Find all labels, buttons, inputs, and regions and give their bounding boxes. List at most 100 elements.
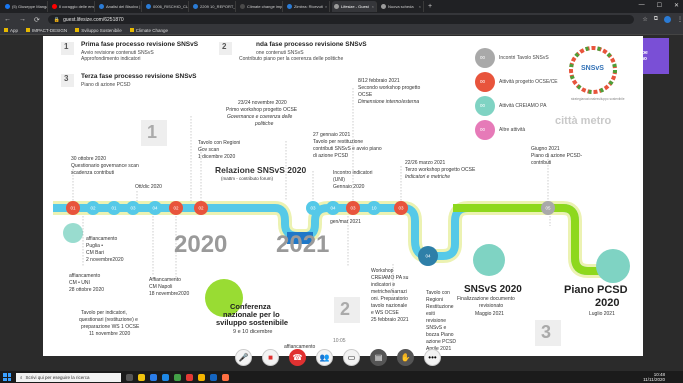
ann-aprile-2021: Aprile 2021 (426, 346, 452, 352)
year-transition-block (287, 232, 313, 244)
ann-dimensione: Dimensione interno/esterna (358, 99, 420, 105)
snsvs-logo-ring-2 (569, 46, 617, 94)
browser-tab[interactable]: Zimbra: Ricevuti× (285, 1, 330, 12)
browser-tab[interactable]: Lifesize - Guest× (332, 1, 377, 12)
legend-label: Attività CREIAMO PA (499, 103, 547, 109)
timeline-track-green (453, 204, 623, 275)
tab-label: 0006_RISCHIO_CLIMA (153, 4, 189, 9)
extensions-icon[interactable]: ⧉ (653, 16, 658, 22)
ann-cm-bari: CM Bari (86, 250, 105, 256)
new-tab-icon[interactable]: + (428, 3, 433, 10)
mute-mic-button[interactable]: 🎤 (235, 349, 252, 366)
lock-icon: 🔒 (53, 16, 61, 23)
conference-circle (205, 279, 243, 317)
edge-icon[interactable] (162, 373, 169, 381)
participants-button[interactable]: 👥 (316, 349, 333, 366)
task-view-icon[interactable] (126, 373, 133, 381)
browser-tab[interactable]: Analisi del Bisolvo | Lu× (97, 1, 142, 12)
system-tray[interactable]: 10:48 11/11/2020 (643, 372, 683, 382)
ann-creiamo-pa: CREIAMO PA su (371, 275, 409, 281)
ann-cm-napoli: CM Napoli (149, 284, 173, 290)
mail-icon[interactable] (150, 373, 157, 381)
tab-close-icon[interactable]: × (324, 4, 328, 9)
ann-ott-dic: Ott/dic 2020 (135, 184, 162, 190)
phase2-title: nda fase processo revisione SNSvS (256, 41, 367, 48)
back-icon[interactable]: ← (4, 16, 11, 23)
raise-hand-button[interactable]: ✋ (397, 349, 414, 366)
ann-11-novembre: 11 novembre 2020 (89, 331, 131, 337)
browser-tab[interactable]: Nuova scheda× (379, 1, 424, 12)
timeline-node (194, 201, 208, 215)
tab-favicon-icon (52, 4, 57, 9)
ann-gen-mar: gen/mar 2021 (330, 219, 361, 225)
excel-icon[interactable] (174, 373, 181, 381)
ann-sviluppo-sostenibile: sviluppo sostenibile (216, 318, 289, 327)
pcsd-milestone-circle (596, 249, 630, 283)
star-icon[interactable]: ☆ (642, 17, 648, 23)
taskbar-search[interactable]: ⌕Scrivi qui per eseguire la ricerca (16, 372, 121, 382)
browser-tab[interactable]: (5) Giuseppe Mangano× (3, 1, 48, 12)
browser-tab[interactable]: 2209 10_REPORT_CMIP× (191, 1, 236, 12)
menu-icon[interactable]: ⋮ (677, 17, 683, 23)
bookmark-item[interactable]: Climate Change (129, 28, 168, 33)
word-icon[interactable] (210, 373, 217, 381)
tab-close-icon[interactable]: × (371, 4, 374, 9)
tab-favicon-icon (193, 4, 198, 9)
ann-preparazione-ws1: preparazione WS 1 OCSE (81, 324, 140, 330)
clock-time: 10:48 (653, 372, 665, 377)
ann-nazionale: nazionale per lo (223, 310, 280, 319)
legend-circle-creiamo (475, 96, 495, 116)
ann-secondo-workshop: Secondo workshop progetto (358, 85, 421, 91)
ann-regioni-b: Regioni (426, 297, 443, 303)
bookmark-folder-icon (129, 28, 134, 32)
legend-circle-tavolo (475, 48, 495, 68)
tab-close-icon[interactable]: × (418, 4, 421, 9)
more-options-button[interactable]: ••• (424, 349, 441, 366)
browser-tab[interactable]: Climate change impac× (238, 1, 283, 12)
phase1-number: 1 (64, 42, 69, 51)
tab-label: 2209 10_REPORT_CMIP (200, 4, 236, 9)
ann-azione-pcsd: azione PCSD (426, 339, 457, 345)
file-explorer-icon[interactable] (138, 373, 145, 381)
ann-9-10-dicembre: 9 e 10 dicembre (233, 329, 273, 335)
url-field[interactable]: 🔒guest.lifesize.com/6251870 (47, 15, 635, 24)
bookmark-item[interactable]: IMPACT-DESIGN (26, 28, 67, 33)
reload-icon[interactable]: ⟳ (34, 16, 40, 24)
minimize-icon[interactable]: — (638, 2, 645, 8)
hand-icon: ✋ (400, 353, 411, 362)
share-screen-button[interactable]: ▭ (343, 349, 360, 366)
ann-27-gennaio: 27 gennaio 2021 (313, 132, 351, 138)
timeline-node-label: 02 (198, 206, 204, 211)
tab-label: Climate change impac (247, 4, 283, 9)
bookmark-folder-icon (26, 28, 31, 32)
timeline-node (326, 201, 340, 215)
ann-workshop-creiamo: Workshop (371, 268, 394, 274)
taskbar-search-placeholder: Scrivi qui per eseguire la ricerca (25, 374, 90, 380)
ann-25-febbraio: 25 febbraio 2021 (371, 317, 409, 323)
app-icon[interactable] (222, 373, 229, 381)
chrome-icon[interactable] (198, 373, 205, 381)
ann-cm-uni: CM • UNI (69, 280, 90, 286)
chat-button[interactable]: ▤ (370, 349, 387, 366)
end-call-button[interactable]: ☎ (289, 349, 306, 366)
ann-piano-azione: Piano di azione PCSD- (531, 153, 583, 159)
windows-start-icon[interactable] (3, 373, 11, 381)
bookmark-item[interactable]: Sviluppo Sostenibile (75, 28, 122, 33)
powerpoint-icon[interactable] (186, 373, 193, 381)
maximize-icon[interactable]: ☐ (656, 3, 662, 9)
profile-avatar[interactable] (664, 16, 671, 23)
close-window-icon[interactable]: ✕ (673, 3, 679, 9)
forward-icon[interactable]: → (19, 16, 26, 23)
browser-tab[interactable]: 0006_RISCHIO_CLIMA× (144, 1, 189, 12)
ann-gov-scan: Gov scan (198, 147, 220, 153)
browser-tab[interactable]: Il coraggio delle emozio× (50, 1, 95, 12)
ann-2-novembre: 2 novembre2020 (86, 257, 124, 263)
timeline-node-label: 03 (310, 206, 316, 211)
phase3-number: 3 (64, 74, 69, 83)
legend-circle-number: 00 (480, 55, 486, 60)
url-text: guest.lifesize.com/6251870 (63, 16, 124, 23)
window-controls: — ☐ ✕ (639, 2, 679, 9)
bookmark-item[interactable]: App (4, 28, 18, 33)
video-off-button[interactable]: ■ (262, 349, 279, 366)
ann-tavolo-regioni: Tavolo con Regioni (198, 140, 241, 146)
